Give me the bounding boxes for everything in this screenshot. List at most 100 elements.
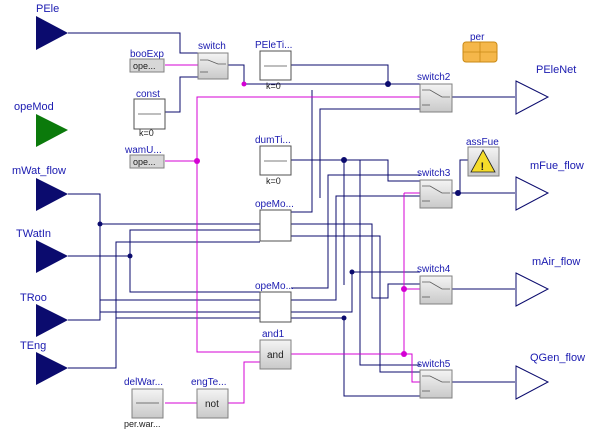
delwar-param: per.war... (124, 419, 161, 429)
junction-dot (401, 351, 407, 357)
block-label-const: const (136, 89, 160, 100)
block-label-dumti: dumTi... (255, 135, 291, 146)
junction-dot (401, 286, 407, 292)
wire-opemo2-d (291, 317, 420, 397)
block-switch4[interactable]: switch4 (417, 264, 453, 305)
wire-mwat (68, 193, 260, 301)
delwar-body[interactable] (131, 388, 164, 419)
wire-engte-and (228, 361, 260, 404)
wire-opemo2-a (291, 174, 420, 289)
warning-icon (470, 149, 496, 173)
wire-opemo2-c (291, 271, 420, 313)
junction-dot (241, 81, 247, 87)
wire-opemo1-a (291, 90, 313, 213)
input-port-triangle[interactable] (36, 304, 68, 337)
junction-dot (385, 81, 391, 87)
junction-dot (194, 158, 200, 164)
input-twatin[interactable]: TWatIn (16, 228, 68, 273)
dumti-body[interactable] (259, 145, 292, 176)
wire-twatin-opemo2 (129, 256, 260, 293)
output-port-triangle[interactable] (515, 365, 550, 400)
block-peleti[interactable]: PEleTi... k=0 (255, 40, 292, 91)
wire-and-s5 (404, 353, 420, 383)
wires-blue (68, 32, 515, 397)
block-switch[interactable]: switch (197, 41, 229, 80)
block-delwar[interactable]: delWar... per.war... (124, 377, 164, 429)
block-wamu[interactable]: wamU... ope... (124, 145, 165, 169)
block-opemo1[interactable]: opeMo... (255, 199, 294, 242)
output-port-triangle[interactable] (515, 80, 550, 115)
input-port-triangle[interactable] (36, 16, 68, 50)
block-label-and1: and1 (262, 329, 285, 340)
and1-text: and (267, 350, 284, 361)
block-opemo2[interactable]: opeMo... (255, 281, 294, 323)
wire-troo (68, 311, 260, 321)
block-switch5[interactable]: switch5 (417, 359, 453, 399)
output-port-triangle[interactable] (515, 272, 550, 307)
output-qgen-flow[interactable]: QGen_flow (515, 352, 585, 400)
wire-wamu (165, 96, 420, 162)
opemo1-body[interactable] (259, 209, 292, 242)
wire-dumti-switch3 (344, 159, 420, 182)
input-port-triangle[interactable] (36, 240, 68, 273)
warning-icon-glyph: ! (481, 161, 485, 173)
input-opemod[interactable]: opeMod (14, 101, 68, 147)
output-mair-flow[interactable]: mAir_flow (515, 256, 580, 307)
booexp-body[interactable] (129, 58, 165, 73)
wire-switch3-assfue (459, 159, 468, 193)
and1-body[interactable] (259, 339, 292, 370)
switch-icon (422, 281, 450, 290)
switch4-body[interactable] (419, 275, 453, 305)
block-dumti[interactable]: dumTi... k=0 (255, 135, 292, 186)
input-port-triangle[interactable] (36, 352, 68, 385)
block-label-wamu: wamU... (124, 145, 162, 156)
block-label-engte: engTe... (191, 377, 227, 388)
wire-twatin (68, 229, 260, 257)
output-label-mfue-flow: mFue_flow (530, 160, 584, 172)
input-mwat-flow[interactable]: mWat_flow (12, 165, 68, 211)
switch2-body[interactable] (419, 83, 453, 113)
block-assfue[interactable]: assFue ! (466, 137, 500, 177)
block-switch2[interactable]: switch2 (417, 72, 453, 113)
block-label-assfue: assFue (466, 137, 499, 148)
input-teng[interactable]: TEng (20, 340, 68, 385)
block-booexp[interactable]: booExp ope... (129, 49, 165, 73)
input-port-triangle[interactable] (36, 178, 68, 211)
output-label-qgen-flow: QGen_flow (530, 352, 585, 364)
wire-pele-switch (68, 32, 198, 54)
block-and1[interactable]: and1 and (259, 329, 292, 370)
wire-teng-opemo1 (115, 241, 260, 318)
input-pele[interactable]: PEle (36, 3, 68, 50)
block-switch3[interactable]: switch3 (417, 168, 453, 209)
block-engte[interactable]: engTe... not (191, 377, 229, 419)
wire-const-switch (165, 76, 198, 113)
engte-body[interactable] (196, 388, 229, 419)
peleti-body[interactable] (259, 50, 292, 81)
record-label-per: per (470, 32, 485, 43)
junction-dot (455, 190, 461, 196)
output-port-triangle[interactable] (515, 176, 550, 211)
input-port-triangle[interactable] (36, 114, 68, 147)
block-label-booexp: booExp (130, 49, 164, 60)
wamu-text: ope... (133, 157, 156, 167)
block-const[interactable]: const k=0 (133, 89, 166, 138)
junctions (97, 81, 461, 357)
switch-body[interactable] (197, 52, 229, 80)
output-label-mair-flow: mAir_flow (532, 256, 580, 268)
wire-teng (68, 317, 260, 369)
switch5-body[interactable] (419, 369, 453, 399)
output-mfue-flow[interactable]: mFue_flow (515, 160, 584, 211)
block-label-switch5: switch5 (417, 359, 451, 370)
switch-icon (422, 375, 450, 383)
switch3-body[interactable] (419, 179, 453, 209)
output-pelenet[interactable]: PEleNet (515, 64, 576, 115)
record-per[interactable]: per (462, 32, 498, 63)
wire-dumti-switch2 (319, 108, 420, 198)
wire-peleti-out (291, 64, 389, 85)
opemo2-body[interactable] (259, 291, 292, 323)
input-troo[interactable]: TRoo (20, 292, 68, 337)
input-label-teng: TEng (20, 340, 46, 352)
output-label-pelenet: PEleNet (536, 64, 576, 76)
wamu-body[interactable] (129, 154, 165, 169)
